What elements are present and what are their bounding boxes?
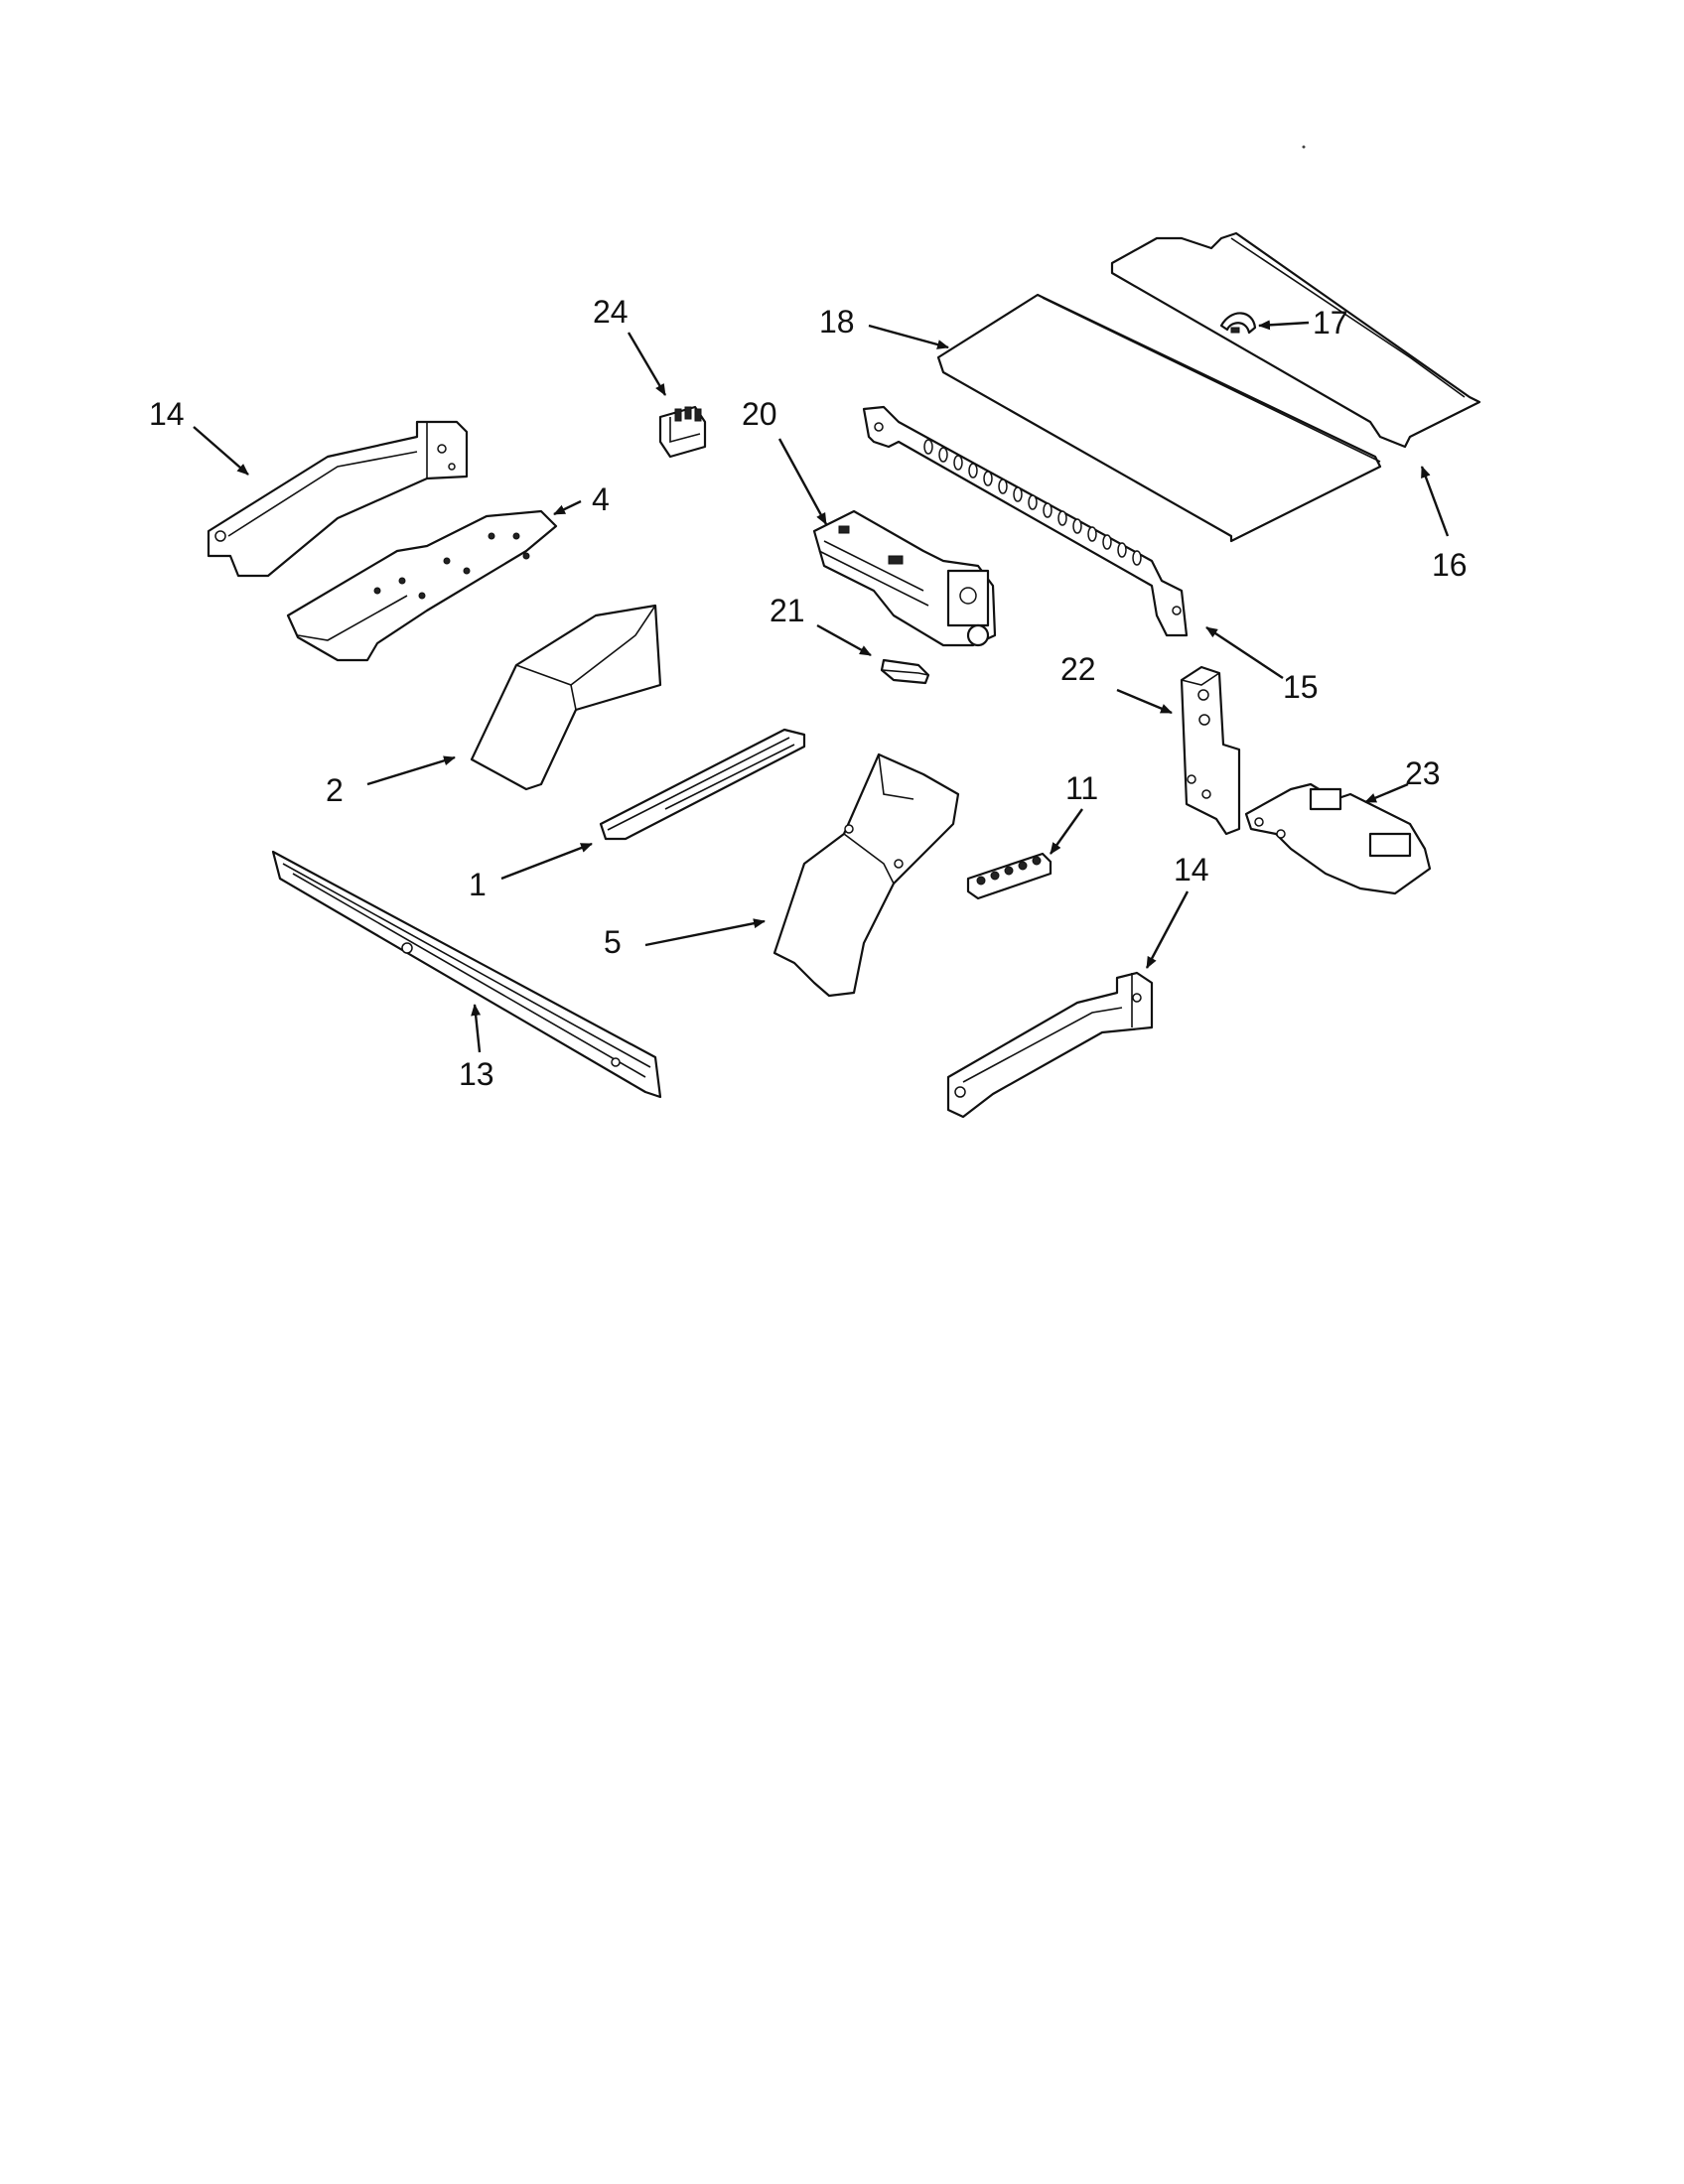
callout-4: 4	[592, 481, 610, 517]
leader-11	[1050, 808, 1083, 855]
part-18-top-panel	[936, 293, 1382, 543]
part-4-plate	[286, 509, 558, 662]
leader-20	[777, 438, 828, 525]
part-14-left-bracket	[207, 420, 469, 578]
leader-5	[644, 918, 766, 947]
leader-14-left	[193, 426, 249, 476]
part-15-vented-rail	[862, 405, 1189, 637]
callout-18: 18	[819, 304, 855, 340]
callout-17: 17	[1313, 305, 1348, 341]
callout-15: 15	[1283, 669, 1319, 705]
leader-21	[816, 623, 872, 657]
leader-24	[627, 332, 667, 396]
part-16-cover	[1110, 231, 1481, 449]
part-1-strip	[599, 728, 806, 841]
callout-21: 21	[770, 593, 805, 628]
callout-16: 16	[1432, 547, 1468, 583]
callout-13: 13	[459, 1056, 494, 1092]
leader-lines	[193, 320, 1450, 1053]
callout-5: 5	[604, 924, 622, 960]
callout-23: 23	[1405, 755, 1441, 791]
part-13-long-rail	[271, 850, 662, 1099]
leader-18	[868, 324, 949, 349]
callout-1: 1	[469, 867, 487, 902]
callout-20: 20	[742, 396, 777, 432]
callout-24: 24	[593, 294, 629, 330]
leader-17	[1258, 320, 1310, 331]
part-23-igniter-bracket	[1244, 782, 1432, 895]
callout-14-right: 14	[1174, 852, 1209, 887]
leader-13	[471, 1004, 482, 1053]
callout-11: 11	[1065, 770, 1098, 806]
callout-22: 22	[1060, 651, 1096, 687]
leader-2	[366, 755, 456, 786]
leader-15	[1205, 625, 1284, 680]
stray-dot	[1302, 145, 1306, 149]
callout-2: 2	[326, 772, 344, 808]
leader-22	[1116, 688, 1173, 715]
leader-16	[1420, 466, 1450, 537]
part-21-small-block	[880, 658, 930, 685]
part-5-shield	[772, 752, 960, 998]
part-20-valve-assembly	[812, 509, 997, 647]
part-24-terminal-block	[658, 405, 707, 459]
part-14-right-bracket	[946, 971, 1154, 1119]
callout-14-left: 14	[149, 396, 185, 432]
part-2-duct	[470, 604, 662, 791]
leader-14-right	[1145, 890, 1190, 969]
leader-1	[500, 842, 593, 881]
leader-23	[1364, 782, 1409, 804]
part-11-terminal-strip	[966, 852, 1052, 900]
callout-labels: 14 24 18 17 16 20 4 21 15 22 23 2 11 1 1…	[149, 294, 1468, 1092]
part-17-clip	[1219, 312, 1257, 335]
part-22-vertical-bracket	[1180, 665, 1241, 836]
leader-4	[553, 499, 582, 516]
